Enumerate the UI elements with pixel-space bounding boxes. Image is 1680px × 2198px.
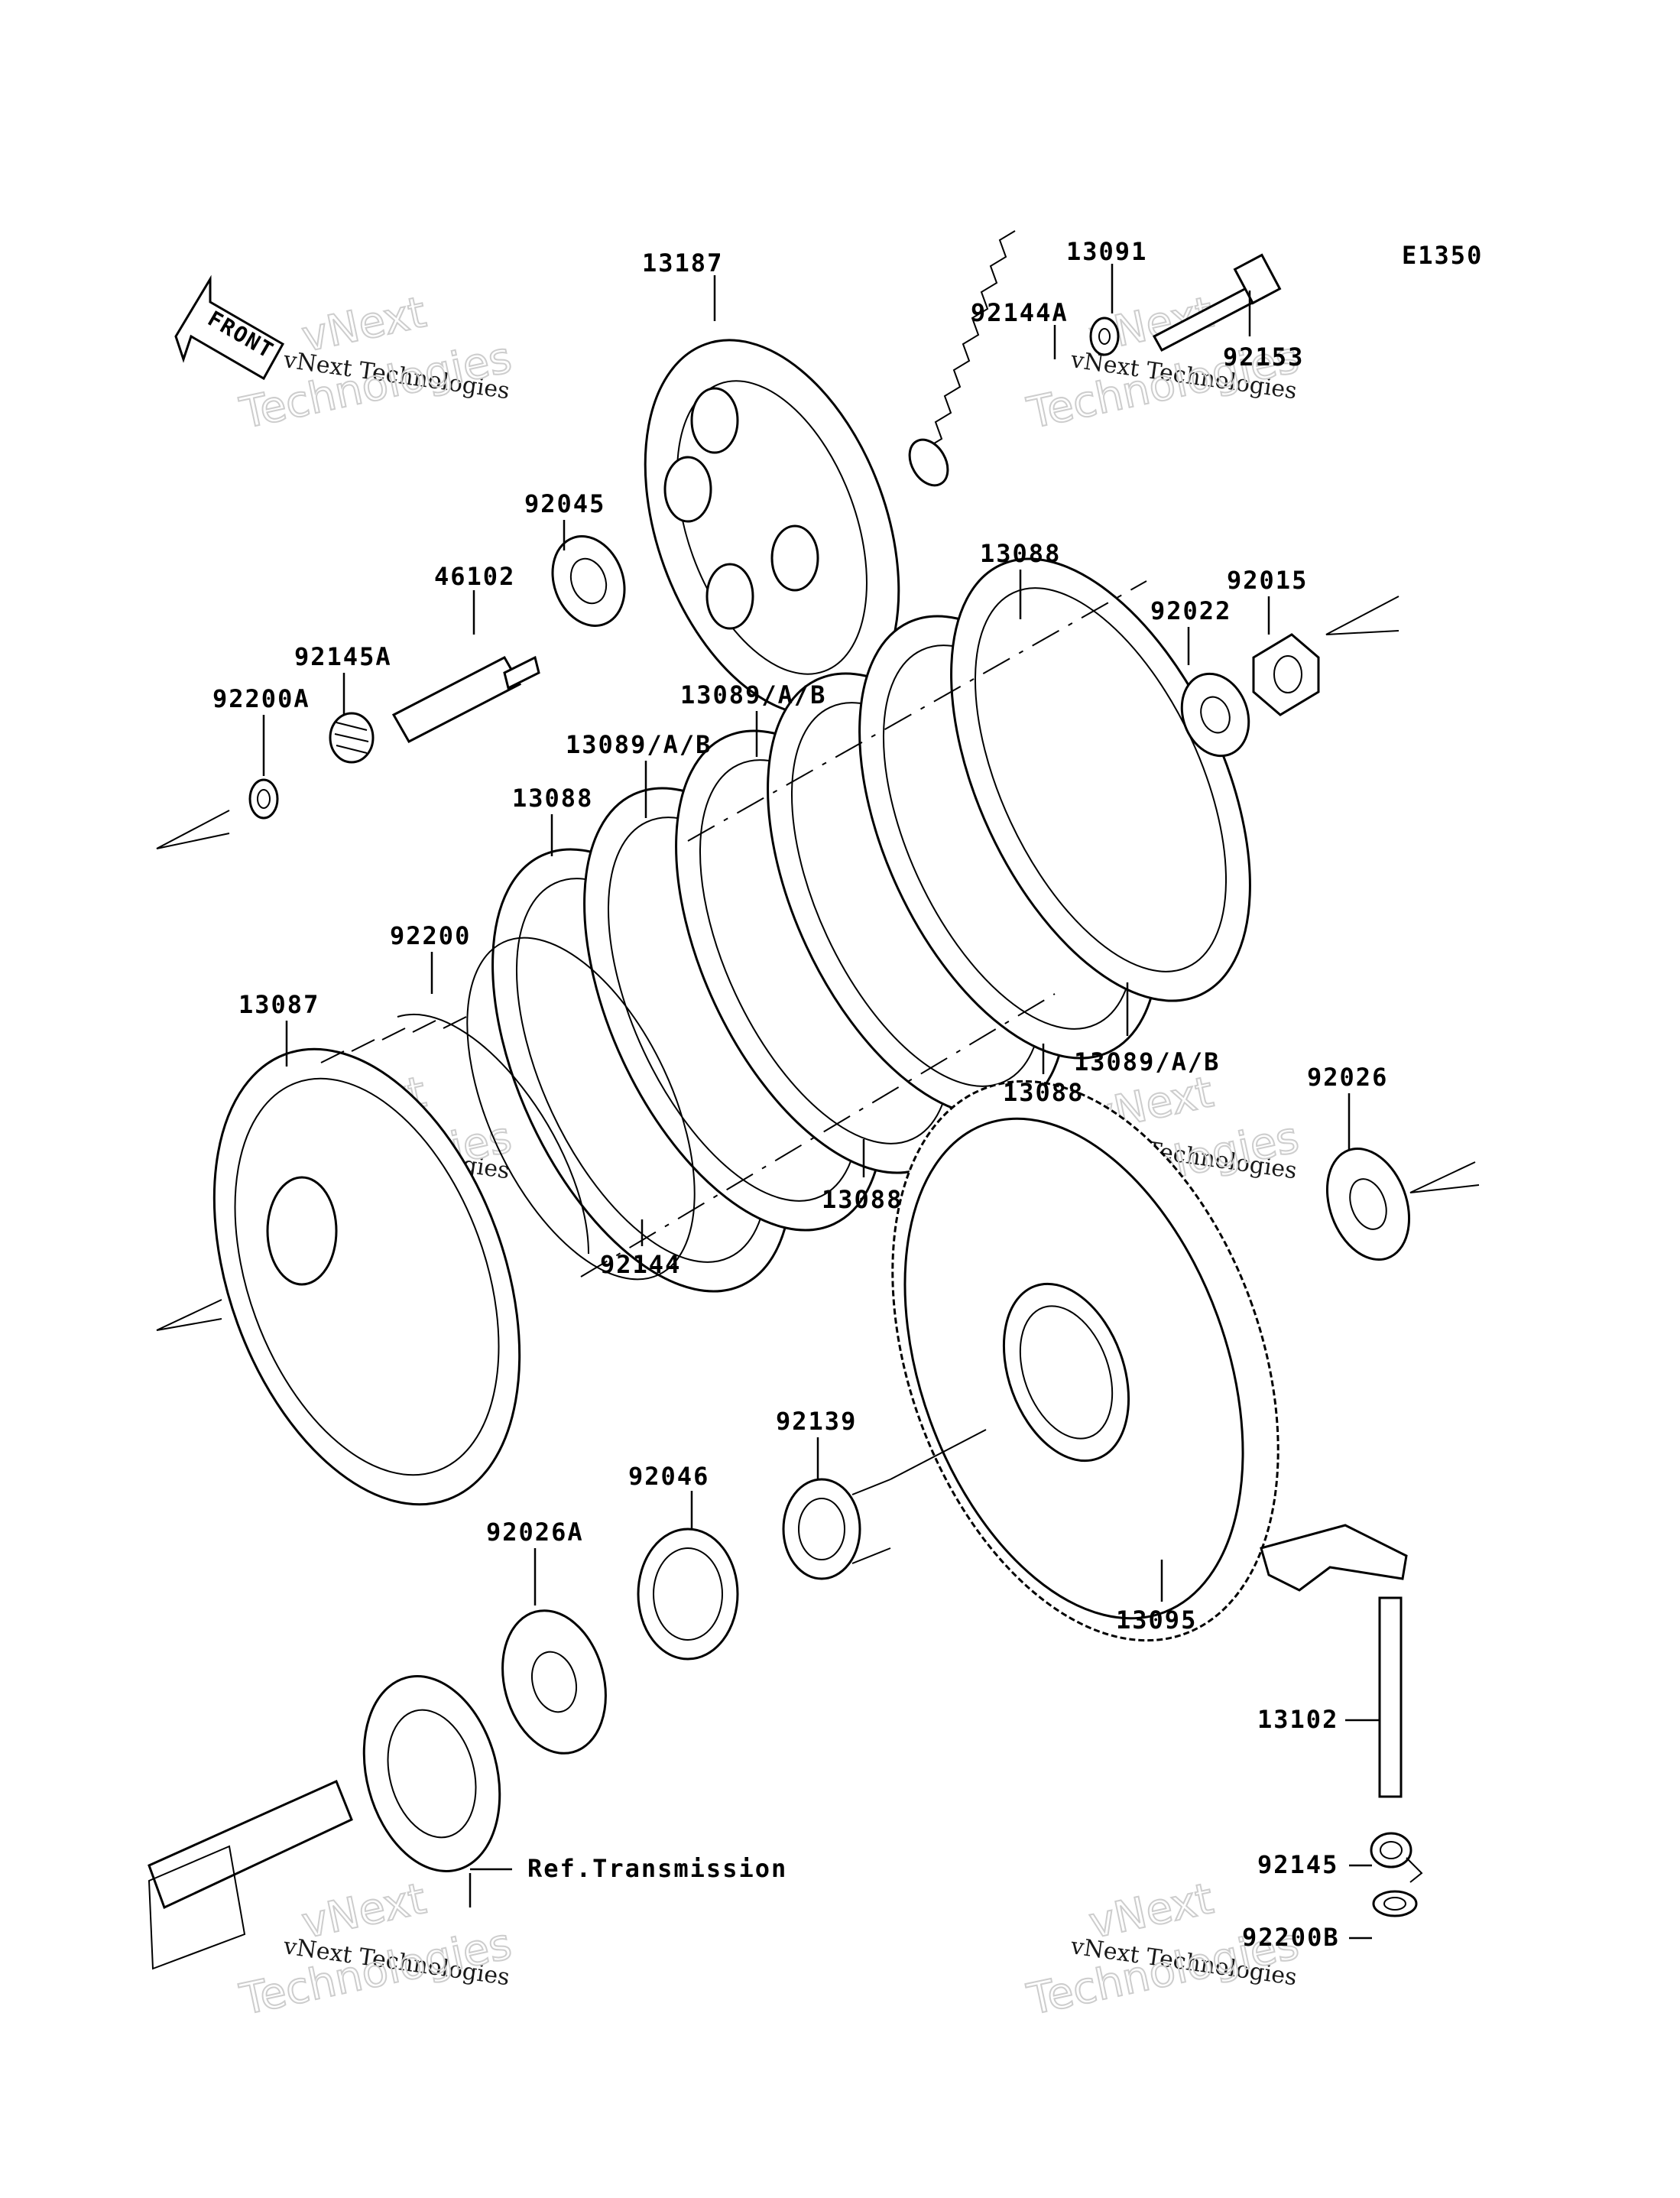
- label-92145A: 92145A: [294, 642, 392, 671]
- label-13088-left: 13088: [512, 784, 593, 813]
- sleeve-92139: [782, 1478, 891, 1580]
- front-arrow-icon: FRONT: [174, 274, 285, 381]
- label-92045: 92045: [524, 489, 605, 518]
- axis-lines: [156, 596, 1480, 1480]
- label-92144: 92144: [600, 1250, 681, 1279]
- label-92200: 92200: [390, 921, 471, 950]
- bearing-92045: [551, 535, 626, 627]
- label-92200B: 92200B: [1242, 1923, 1340, 1952]
- label-13088-top: 13088: [980, 539, 1061, 568]
- label-92144A: 92144A: [971, 298, 1069, 327]
- washer-92022: [1180, 672, 1250, 758]
- watermark-top-left: vNext Technologies vNext Technologies: [235, 287, 516, 440]
- washer-13091: [1089, 317, 1120, 356]
- diagram-code: E1350: [1402, 241, 1483, 270]
- label-13087: 13087: [238, 990, 319, 1019]
- leader-lines: [262, 264, 1380, 1940]
- ring-92144: [466, 937, 696, 1281]
- spring-92145A: [329, 712, 375, 764]
- washer-92026A: [501, 1609, 607, 1755]
- label-92026: 92026: [1307, 1063, 1388, 1092]
- label-92200A: 92200A: [212, 684, 310, 713]
- spring-92145: [1370, 1832, 1423, 1883]
- clutch-housing-gear-13095: [891, 1080, 1279, 1642]
- transmission-shaft: [148, 1675, 501, 1970]
- washer-92200B: [1372, 1890, 1418, 1917]
- release-shaft-13102: [1260, 1524, 1408, 1798]
- label-92015: 92015: [1227, 566, 1308, 595]
- watermark-bottom-left: vNext Technologies vNext Technologies: [235, 1873, 516, 2026]
- label-13187: 13187: [642, 248, 723, 278]
- clutch-hub-13087: [212, 1016, 521, 1506]
- label-13088-lower: 13088: [1003, 1078, 1084, 1107]
- washer-92200A: [248, 778, 279, 820]
- label-46102: 46102: [434, 562, 515, 591]
- push-rod-46102: [391, 655, 540, 743]
- svg-text:vNext: vNext: [1085, 1874, 1218, 1949]
- label-13095: 13095: [1116, 1605, 1197, 1635]
- spring-92144A: [908, 230, 1016, 487]
- washer-92026: [1325, 1147, 1411, 1261]
- clutch-plate-stack: [491, 557, 1251, 1293]
- label-92153: 92153: [1223, 343, 1304, 372]
- svg-text:vNext: vNext: [297, 1874, 430, 1949]
- label-92026A: 92026A: [486, 1518, 584, 1547]
- label-92022: 92022: [1150, 596, 1231, 625]
- label-13091: 13091: [1066, 237, 1147, 266]
- svg-text:Technologies: Technologies: [235, 1919, 515, 2025]
- label-13089-middle: 13089/A/B: [566, 730, 712, 759]
- pressure-plate-13187: [644, 339, 900, 716]
- needle-bearing-92046: [637, 1528, 739, 1661]
- label-13089-upper: 13089/A/B: [680, 680, 826, 709]
- svg-text:vNext: vNext: [297, 287, 430, 362]
- label-13089-lower: 13089/A/B: [1074, 1047, 1220, 1076]
- nut-92015: [1252, 633, 1320, 716]
- label-92145: 92145: [1257, 1850, 1338, 1879]
- label-92046: 92046: [628, 1462, 709, 1491]
- circlip-92200: [397, 1014, 589, 1255]
- label-13102: 13102: [1257, 1705, 1338, 1734]
- bolt-92153: [1152, 253, 1282, 352]
- label-13088-bottom: 13088: [822, 1185, 903, 1214]
- label-92139: 92139: [776, 1407, 857, 1436]
- label-ref-transmission: Ref.Transmission: [527, 1854, 787, 1883]
